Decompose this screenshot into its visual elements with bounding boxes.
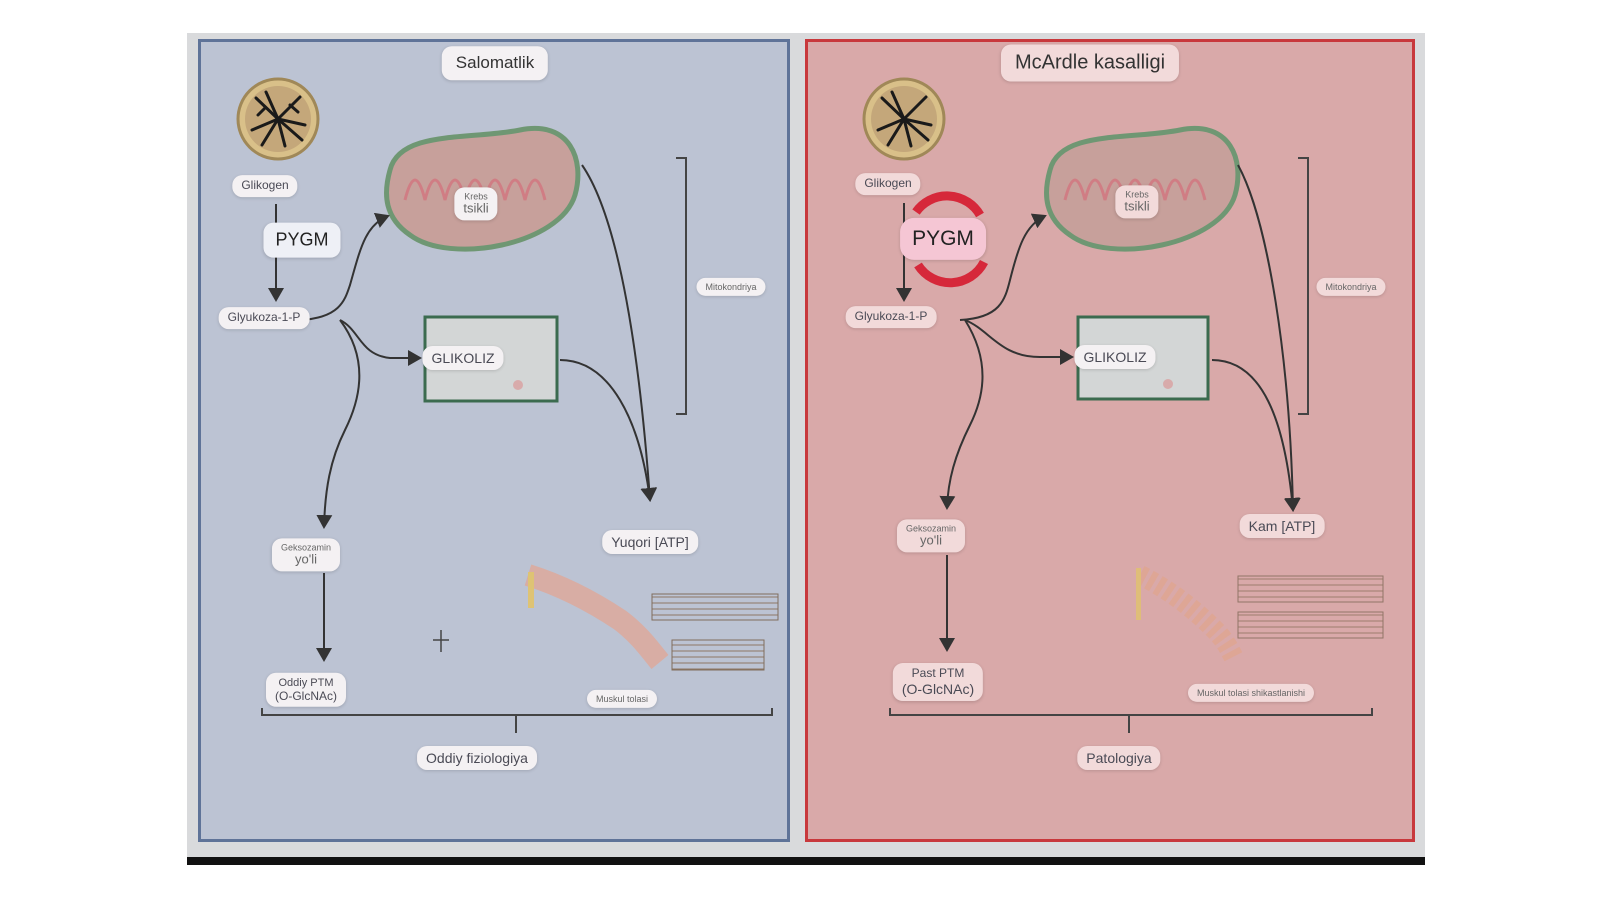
mcardle-outcome-label: Patologiya	[1077, 745, 1161, 771]
health-g1p-label: Glyukoza-1-P	[218, 307, 310, 329]
health-atp-label: Yuqori [ATP]	[602, 529, 698, 555]
health-ptm-label: Oddiy PTM(O-GlcNAc)	[266, 672, 346, 708]
health-glycogen-granule-icon	[236, 77, 320, 161]
health-pygm-label: PYGM	[263, 222, 341, 258]
pygm-defect-ring-icon	[912, 191, 989, 288]
mcardle-atp-label: Kam [ATP]	[1239, 513, 1325, 539]
health-title: Salomatlik	[441, 46, 549, 80]
health-muscle-label: Muskul tolasi	[586, 689, 658, 709]
bottom-border	[187, 857, 1425, 865]
mcardle-damaged-muscle-icon	[1135, 566, 1384, 665]
health-outcome-label: Oddiy fiziologiya	[417, 745, 537, 771]
mcardle-glycogen-label: Glikogen	[855, 173, 921, 195]
health-glycogen-label: Glikogen	[232, 175, 298, 197]
mcardle-muscle-label: Muskul tolasi shikastlanishi	[1187, 683, 1315, 703]
health-small-molecule-icon	[433, 630, 449, 652]
mcardle-pygm-label: PYGM	[900, 217, 986, 261]
mcardle-glycogen-granule-icon	[862, 77, 946, 161]
health-glycolysis-label: GLIKOLIZ	[422, 345, 504, 371]
mcardle-ptm-label: Past PTM(O-GlcNAc)	[892, 663, 984, 701]
health-mitochondria-label: Mitokondriya	[696, 277, 766, 297]
mcardle-g1p-label: Glyukoza-1-P	[845, 306, 937, 328]
mcardle-title: McArdle kasalligi	[1000, 44, 1180, 82]
mcardle-mitochondria-label: Mitokondriya	[1316, 277, 1386, 297]
mcardle-glycolysis-label: GLIKOLIZ	[1074, 344, 1156, 370]
health-muscle-fibre-icon	[524, 564, 779, 671]
